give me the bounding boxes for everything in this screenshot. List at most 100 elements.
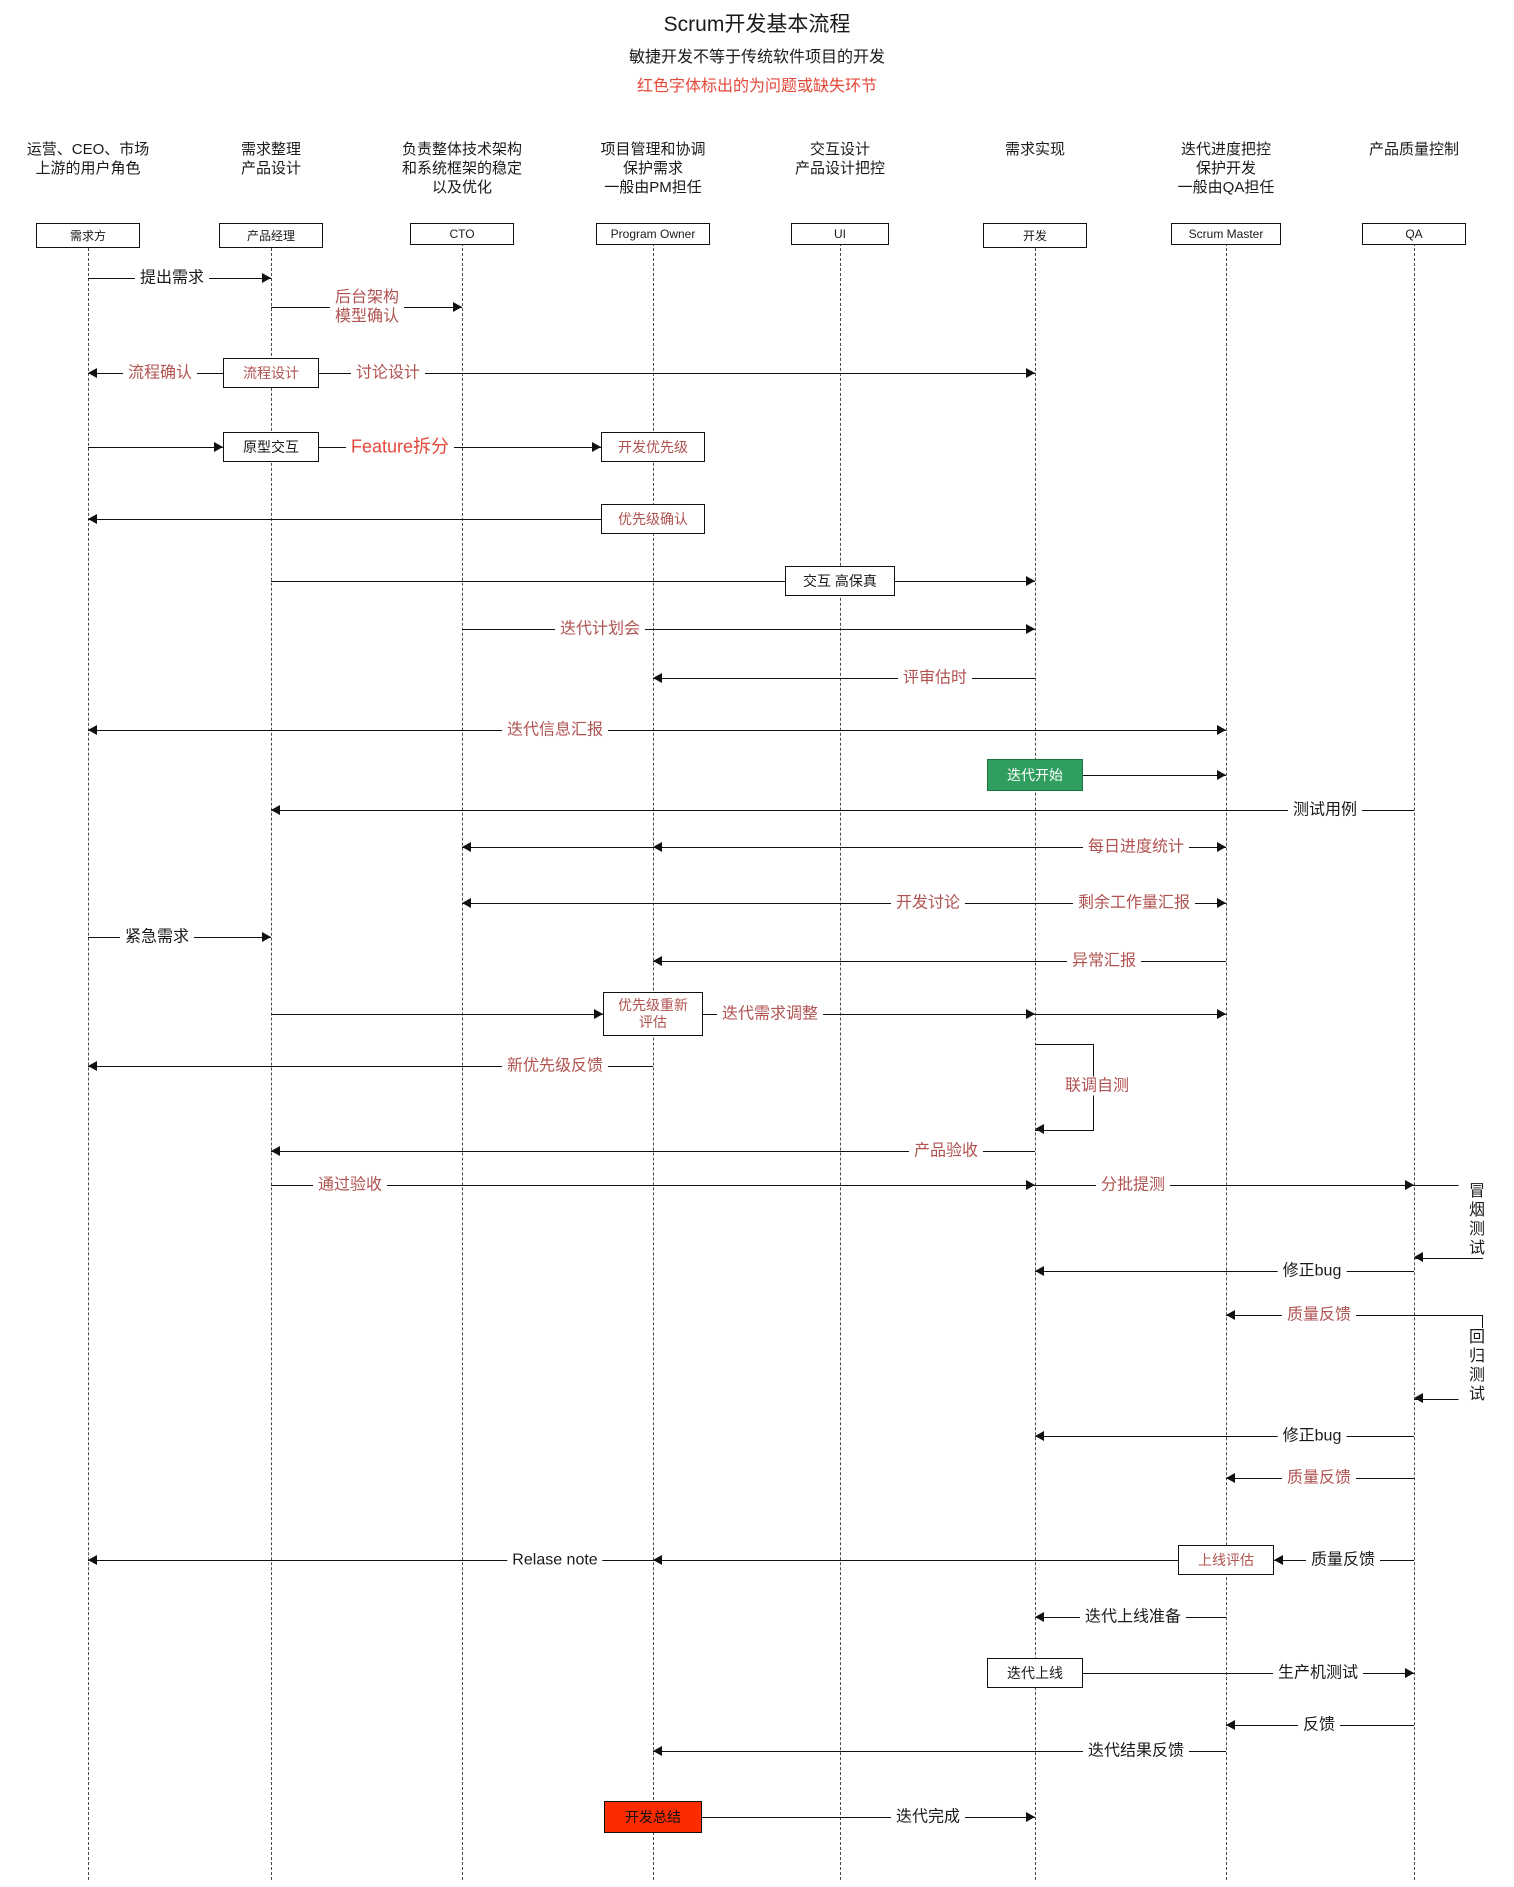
message-label: 冒烟测试	[1458, 1182, 1496, 1258]
arrowhead	[1217, 1009, 1226, 1019]
message-line	[271, 1185, 1414, 1186]
message-line	[462, 629, 1035, 630]
message-line	[271, 1014, 603, 1015]
message-label: 讨论设计	[350, 363, 426, 383]
arrowhead	[653, 1555, 662, 1565]
message-line	[895, 581, 1035, 582]
message-line	[88, 447, 223, 448]
arrowhead	[1026, 1009, 1035, 1019]
diagram-red-note: 红色字体标出的为问题或缺失环节	[636, 78, 878, 95]
message-label: 分批提测	[1095, 1175, 1171, 1195]
message-line	[1083, 775, 1226, 776]
message-label: 提出需求	[134, 268, 210, 288]
arrowhead	[1035, 1124, 1044, 1134]
arrowhead	[1405, 1180, 1414, 1190]
arrowhead	[1035, 1612, 1044, 1622]
actor-header-dev: 开发	[983, 223, 1087, 248]
box-iteration-launch: 迭代上线	[987, 1658, 1083, 1688]
arrowhead	[1026, 1812, 1035, 1822]
arrowhead	[453, 302, 462, 312]
message-line	[271, 810, 1414, 811]
message-label: 通过验收	[312, 1175, 388, 1195]
box-priority-reassess: 优先级重新 评估	[603, 992, 703, 1036]
message-label: 每日进度统计	[1082, 837, 1190, 857]
box-process-design: 流程设计	[223, 358, 319, 388]
arrowhead	[1274, 1555, 1283, 1565]
message-line	[462, 847, 1226, 848]
message-label: 修正bug	[1277, 1426, 1347, 1446]
arrowhead	[462, 898, 471, 908]
lifeline-product-manager	[271, 243, 272, 1880]
arrowhead	[1035, 1431, 1044, 1441]
message-line	[653, 1751, 1226, 1752]
message-label: 迭代完成	[890, 1807, 966, 1827]
message-line	[88, 1560, 1178, 1561]
arrowhead	[88, 725, 97, 735]
actor-header-demand: 需求方	[36, 223, 140, 248]
box-interaction-hifi: 交互 高保真	[785, 566, 895, 596]
box-launch-evaluation: 上线评估	[1178, 1545, 1274, 1575]
arrowhead	[1026, 576, 1035, 586]
lifeline-qa	[1414, 243, 1415, 1880]
arrowhead	[653, 842, 662, 852]
message-line	[1035, 1271, 1414, 1272]
arrowhead	[462, 842, 471, 852]
actor-header-ui: UI	[791, 223, 889, 245]
arrowhead	[1226, 1310, 1235, 1320]
actor-description-dev: 需求实现	[1004, 141, 1066, 158]
message-line	[1035, 1436, 1414, 1437]
message-label: 质量反馈	[1281, 1468, 1357, 1488]
message-line	[1083, 1673, 1414, 1674]
arrowhead	[594, 1009, 603, 1019]
actor-header-scrum-master: Scrum Master	[1171, 223, 1281, 245]
diagram-subtitle: 敏捷开发不等于传统软件项目的开发	[628, 49, 886, 66]
arrowhead	[1414, 1393, 1423, 1403]
arrowhead	[1226, 1473, 1235, 1483]
arrowhead	[1217, 842, 1226, 852]
box-priority-confirm: 优先级确认	[601, 504, 705, 534]
message-label: 修正bug	[1277, 1261, 1347, 1281]
arrowhead	[271, 805, 280, 815]
message-line	[462, 903, 1226, 904]
message-label: 迭代信息汇报	[501, 720, 609, 740]
message-label: 后台架构 模型确认	[329, 288, 405, 326]
message-line	[653, 678, 1035, 679]
lifeline-cto	[462, 243, 463, 1880]
lifeline-program-owner	[653, 243, 654, 1880]
actor-description-product-manager: 需求整理 产品设计	[240, 141, 302, 177]
arrowhead	[214, 442, 223, 452]
arrowhead	[88, 368, 97, 378]
actor-description-cto: 负责整体技术架构 和系统框架的稳定 以及优化	[401, 141, 523, 196]
arrowhead	[1217, 725, 1226, 735]
arrowhead	[1026, 368, 1035, 378]
message-line	[702, 1817, 1035, 1818]
message-label: 迭代需求调整	[716, 1004, 824, 1024]
message-label: 回归测试	[1458, 1328, 1496, 1404]
actor-header-qa: QA	[1362, 223, 1466, 245]
actor-header-cto: CTO	[410, 223, 514, 245]
arrowhead	[592, 442, 601, 452]
message-line	[271, 581, 785, 582]
message-label: 评审估时	[897, 668, 973, 688]
arrowhead	[271, 1146, 280, 1156]
actor-description-qa: 产品质量控制	[1368, 141, 1460, 158]
diagram-title: Scrum开发基本流程	[663, 13, 851, 36]
box-iteration-start: 迭代开始	[987, 759, 1083, 791]
message-label: 测试用例	[1287, 800, 1363, 820]
message-label: Relase note	[507, 1550, 603, 1570]
message-label: 开发讨论	[890, 893, 966, 913]
message-line	[319, 447, 601, 448]
message-line	[703, 1014, 1226, 1015]
message-label: 联调自测	[1059, 1076, 1135, 1096]
lifeline-dev	[1035, 243, 1036, 1880]
message-label: Feature拆分	[345, 437, 455, 457]
arrowhead	[88, 1061, 97, 1071]
message-line	[88, 1066, 653, 1067]
arrowhead	[653, 673, 662, 683]
actor-description-scrum-master: 迭代进度把控 保护开发 一般由QA担任	[1177, 141, 1275, 196]
message-label: 迭代计划会	[554, 619, 646, 639]
actor-description-demand: 运营、CEO、市场 上游的用户角色	[26, 141, 150, 177]
message-line	[88, 730, 1226, 731]
arrowhead	[262, 273, 271, 283]
